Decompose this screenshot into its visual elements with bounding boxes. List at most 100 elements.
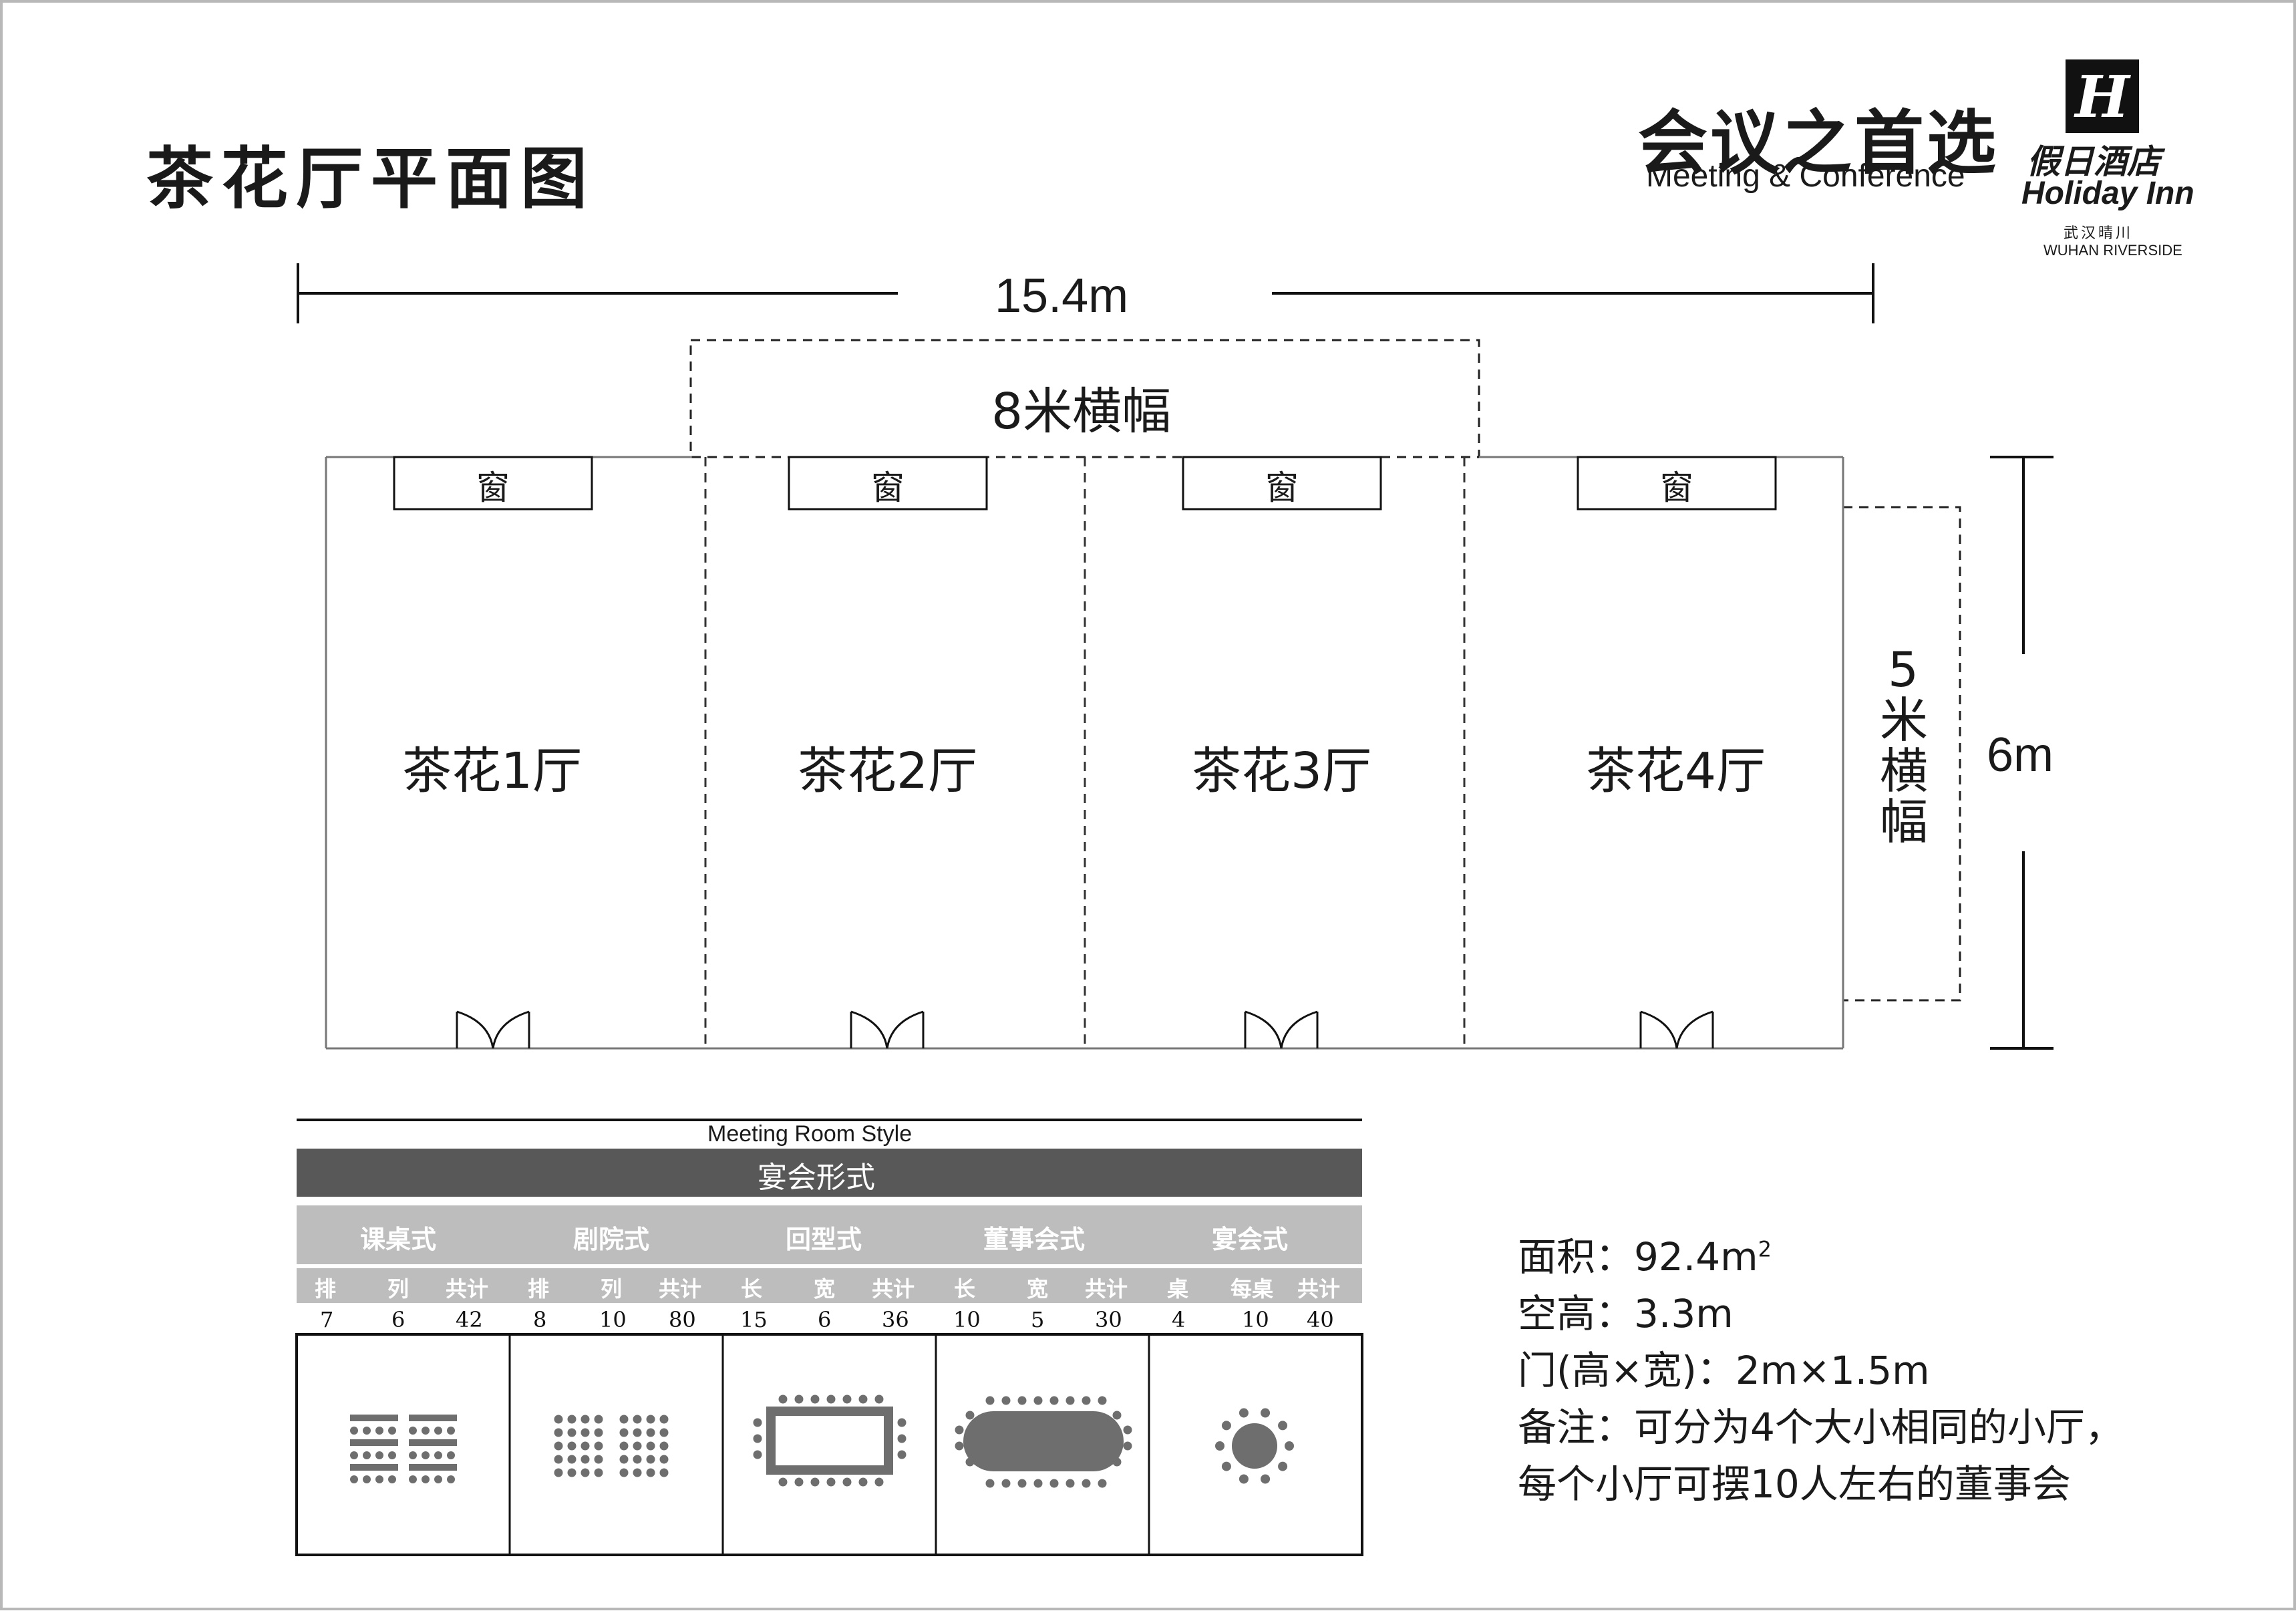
value-cell: 36	[882, 1307, 909, 1332]
value-cell: 15	[740, 1307, 768, 1332]
col-header: 宽	[1027, 1276, 1049, 1302]
value-cell: 80	[669, 1307, 696, 1332]
seat-dot	[554, 1455, 563, 1464]
style-name-banquet: 宴会式	[1212, 1224, 1289, 1254]
col-header: 共计	[1085, 1276, 1128, 1302]
room-label-2: 茶花2厅	[798, 742, 978, 800]
seat-dot	[1112, 1457, 1122, 1467]
col-header: 列	[601, 1276, 623, 1302]
seat-dot	[826, 1395, 836, 1404]
window-4	[1577, 456, 1777, 510]
seat-dot	[646, 1415, 655, 1424]
seat-dot	[794, 1395, 804, 1404]
seat-dot	[619, 1455, 629, 1464]
seat-dot	[753, 1434, 762, 1443]
seat-dot	[842, 1395, 852, 1404]
seat-dot	[659, 1468, 669, 1477]
room-label-3: 茶花3厅	[1192, 742, 1372, 800]
col-header: 共计	[1297, 1276, 1341, 1302]
seat-dot	[1278, 1461, 1288, 1471]
seat-dot	[965, 1411, 975, 1420]
room-label-4: 茶花4厅	[1586, 742, 1766, 800]
classroom-layout-icon	[350, 1415, 457, 1483]
hollow-square-layout-icon	[753, 1395, 907, 1487]
top-banner-label: 8米横幅	[991, 383, 1172, 440]
slogan-chinese: 会议之首选	[1638, 102, 1999, 184]
value-cell: 6	[818, 1307, 832, 1332]
seat-dot	[1123, 1441, 1132, 1451]
value-cell: 8	[533, 1307, 547, 1332]
seat-dot	[633, 1468, 642, 1477]
seat-dot	[646, 1428, 655, 1437]
seat-dot	[1221, 1421, 1231, 1431]
window-label-1: 窗	[476, 468, 510, 507]
seat-dot	[1112, 1411, 1122, 1420]
hotel-location-english: WUHAN RIVERSIDE	[2043, 242, 2182, 259]
seat-dot	[633, 1415, 642, 1424]
seat-dot	[1123, 1425, 1132, 1435]
door-info: 门(高×宽)：2m×1.5m	[1518, 1348, 1930, 1393]
col-header: 每桌	[1231, 1276, 1274, 1302]
seat-dot	[1098, 1396, 1107, 1405]
seat-dot	[581, 1455, 590, 1464]
seat-dot	[858, 1477, 868, 1487]
seat-dot	[554, 1415, 563, 1424]
seat-dot	[594, 1468, 603, 1477]
value-cell: 4	[1172, 1307, 1186, 1332]
value-cell: 5	[1031, 1307, 1045, 1332]
hall-outline	[325, 456, 1844, 1050]
hotel-location-chinese: 武汉晴川	[2064, 225, 2134, 242]
seat-dot	[619, 1441, 629, 1451]
seat-dot	[554, 1441, 563, 1451]
seat-dot	[1261, 1474, 1271, 1484]
seat-dot	[1261, 1408, 1271, 1418]
value-cell: 42	[456, 1307, 483, 1332]
col-header: 宽	[814, 1276, 836, 1302]
seat-dot	[842, 1477, 852, 1487]
col-header: 列	[387, 1276, 409, 1302]
seat-dot	[633, 1455, 642, 1464]
seat-dot	[659, 1455, 669, 1464]
col-header: 共计	[872, 1276, 915, 1302]
seat-dot	[619, 1468, 629, 1477]
col-header: 排	[528, 1276, 550, 1302]
seat-dot	[619, 1428, 629, 1437]
seat-dot	[1285, 1441, 1294, 1451]
seat-dot	[659, 1415, 669, 1424]
value-cell: 40	[1307, 1307, 1334, 1332]
seat-dot	[1082, 1396, 1091, 1405]
seat-dot	[659, 1428, 669, 1437]
seat-dot	[897, 1450, 907, 1459]
value-cell: 10	[599, 1307, 627, 1332]
seat-dot	[1239, 1474, 1249, 1484]
table-header: 宴会形式	[758, 1161, 875, 1195]
window-label-4: 窗	[1660, 468, 1693, 507]
window-label-2: 窗	[871, 468, 905, 507]
page-title: 茶花厅平面图	[146, 140, 595, 218]
style-name-theater: 剧院式	[573, 1224, 650, 1254]
seat-dot	[1082, 1479, 1091, 1488]
holiday-inn-logo-icon: H	[2066, 59, 2139, 133]
seat-dot	[633, 1441, 642, 1451]
seat-dot	[1098, 1479, 1107, 1488]
seat-dot	[1215, 1441, 1224, 1451]
col-header: 长	[954, 1276, 976, 1302]
seat-dot	[646, 1455, 655, 1464]
seat-dot	[567, 1455, 577, 1464]
width-dimension-label: 15.4m	[995, 269, 1129, 323]
seat-dot	[778, 1395, 788, 1404]
width-dimension-line	[297, 263, 1874, 323]
col-header: 长	[741, 1276, 763, 1302]
seat-dot	[581, 1441, 590, 1451]
seat-dot	[778, 1477, 788, 1487]
table-style-names-bar	[297, 1205, 1362, 1264]
value-cell: 30	[1095, 1307, 1122, 1332]
value-cell: 10	[1242, 1307, 1269, 1332]
seat-dot	[1049, 1479, 1059, 1488]
seat-dot	[1001, 1396, 1011, 1405]
door-icon-4	[1639, 1010, 1714, 1049]
seat-dot	[1221, 1461, 1231, 1471]
area-text: 面积：92.4m	[1518, 1234, 1758, 1280]
seat-dot	[897, 1434, 907, 1443]
brand-name-chinese: 假日酒店	[2027, 142, 2160, 181]
